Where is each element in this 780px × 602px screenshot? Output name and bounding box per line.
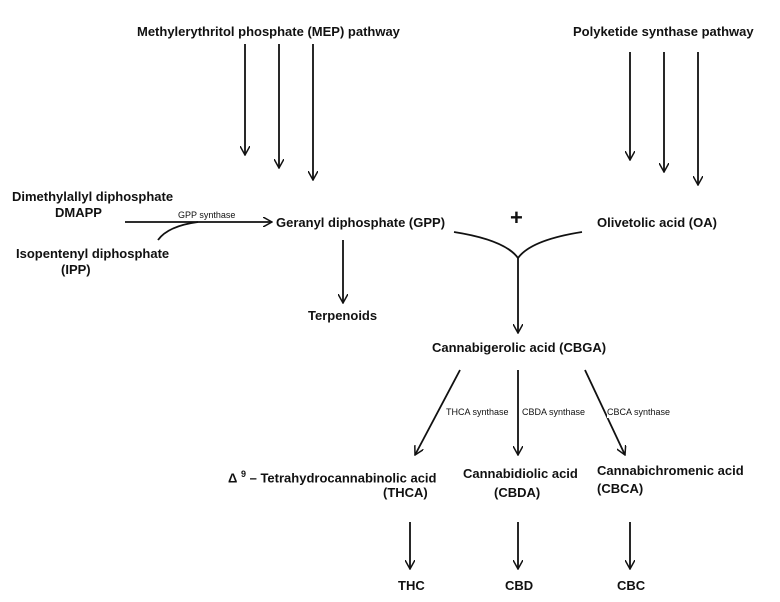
plus-sign: + bbox=[510, 205, 523, 230]
thca-label-line1: Δ 9 – Tetrahydrocannabinolic acid bbox=[228, 466, 436, 486]
cbc-label: CBC bbox=[617, 578, 646, 593]
thca-name: – Tetrahydrocannabinolic acid bbox=[249, 470, 437, 486]
thca-synthase-label: THCA synthase bbox=[446, 407, 509, 418]
cbca-synthase-arrow bbox=[584, 369, 625, 455]
gpp-synthase-label: GPP synthase bbox=[178, 210, 236, 221]
gpp-label: Geranyl diphosphate (GPP) bbox=[276, 215, 446, 230]
cbda-synthase-label: CBDA synthase bbox=[522, 407, 586, 418]
mep-pathway-label: Methylerythritol phosphate (MEP) pathway bbox=[137, 24, 400, 39]
cbca-label-line2: (CBCA) bbox=[597, 481, 644, 496]
oa-label: Olivetolic acid (OA) bbox=[597, 215, 717, 230]
ipp-label-line2: (IPP) bbox=[61, 262, 91, 277]
cbga-label: Cannabigerolic acid (CBGA) bbox=[432, 340, 607, 355]
ipp-label-line1: Isopentenyl diphosphate bbox=[16, 246, 170, 261]
dmapp-label-line2: DMAPP bbox=[55, 205, 102, 220]
polyketide-pathway-label: Polyketide synthase pathway bbox=[573, 24, 754, 39]
delta-symbol: Δ bbox=[228, 470, 238, 486]
thc-label: THC bbox=[398, 578, 425, 593]
dmapp-label-line1: Dimethylallyl diphosphate bbox=[12, 189, 174, 204]
gpp-merge-curve bbox=[453, 231, 519, 259]
ipp-curve bbox=[157, 221, 199, 241]
thca-synthase-arrow bbox=[415, 369, 461, 455]
thca-label-line2: (THCA) bbox=[383, 485, 428, 500]
cbda-label-line2: (CBDA) bbox=[494, 485, 541, 500]
oa-merge-curve bbox=[517, 231, 583, 259]
cbd-label: CBD bbox=[505, 578, 534, 593]
cbca-label-line1: Cannabichromenic acid bbox=[597, 463, 744, 478]
cbca-synthase-label: CBCA synthase bbox=[607, 407, 671, 418]
delta-superscript: 9 bbox=[240, 469, 246, 479]
terpenoids-label: Terpenoids bbox=[308, 308, 378, 323]
cbda-label-line1: Cannabidiolic acid bbox=[463, 466, 578, 481]
